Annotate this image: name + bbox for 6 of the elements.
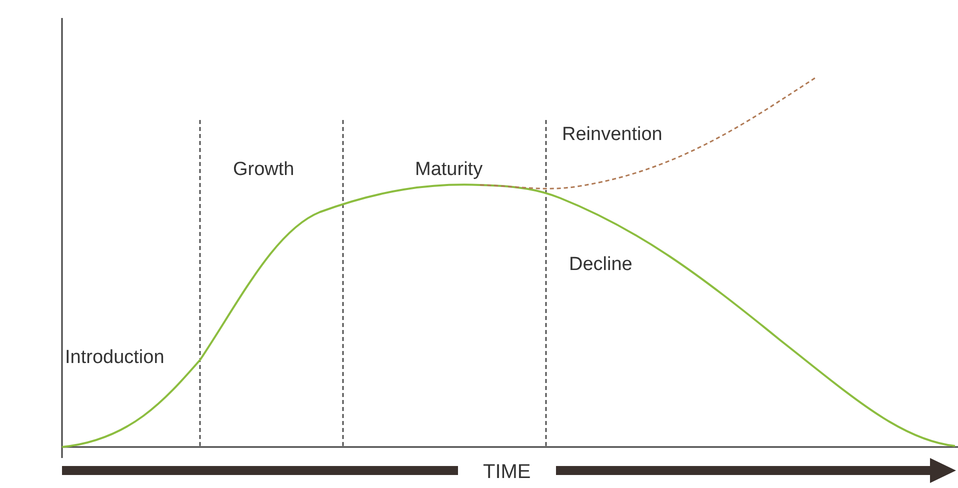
stage-label: Maturity	[415, 160, 483, 179]
axis-label: TIME	[483, 462, 531, 482]
stage-label: Introduction	[65, 348, 164, 367]
stage-label: Growth	[233, 160, 294, 179]
stage-label: Decline	[569, 255, 632, 274]
stage-label: Reinvention	[562, 125, 662, 144]
